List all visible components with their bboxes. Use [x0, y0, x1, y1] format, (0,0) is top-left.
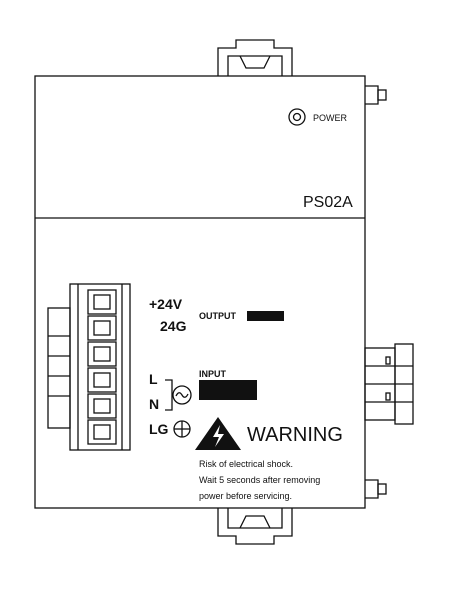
right-latch-bottom [365, 479, 387, 499]
input-rating-redacted [199, 380, 257, 400]
model-label: PS02A [303, 194, 353, 211]
bottom-clip [217, 508, 293, 545]
output-label: OUTPUT [199, 311, 236, 321]
terminal-lg-label: LG [149, 421, 169, 437]
terminal-n-label: N [149, 396, 160, 412]
top-clip [217, 39, 293, 76]
warning-line-1: Risk of electrical shock. [199, 459, 294, 469]
warning-triangle-icon [195, 417, 241, 450]
ac-wave-icon [165, 379, 192, 411]
terminal-l-label: L [149, 371, 158, 387]
ground-icon [173, 420, 191, 438]
warning-line-3: power before servicing. [199, 491, 293, 501]
terminal-24g-label: 24G [160, 318, 187, 334]
side-connector [364, 343, 414, 425]
terminal-plus24v-label: +24V [149, 296, 183, 312]
input-label: INPUT [199, 369, 226, 379]
terminal-block [47, 283, 131, 451]
warning-line-2: Wait 5 seconds after removing [199, 475, 321, 485]
right-latch-top [365, 85, 387, 105]
warning-title: WARNING [247, 424, 343, 446]
power-led-icon [288, 108, 306, 126]
module-body [34, 75, 366, 509]
power-led-label: POWER [313, 113, 348, 123]
output-rating-redacted [247, 311, 284, 321]
